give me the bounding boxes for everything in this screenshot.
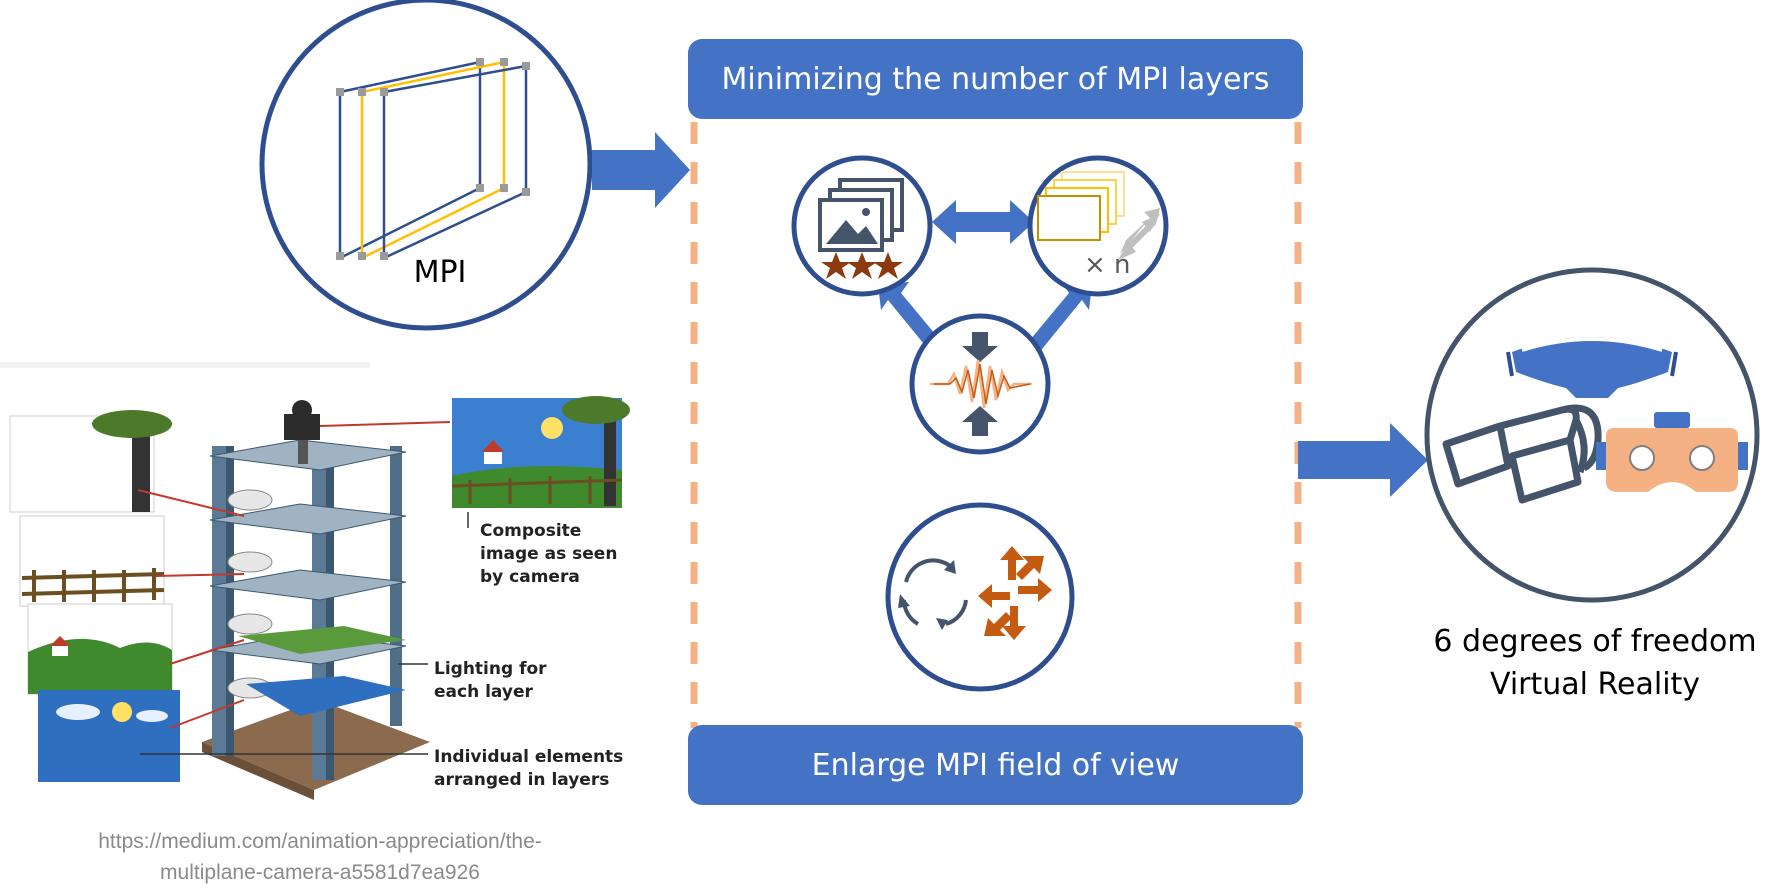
source-url-line1: https://medium.com/animation-appreciatio… xyxy=(98,830,542,853)
callout-elements-line2: arranged in layers xyxy=(434,770,610,790)
callout-elements-line1: Individual elements xyxy=(434,747,624,767)
compression-circle xyxy=(909,313,1051,455)
vr-caption-line1: 6 degrees of freedom xyxy=(1433,624,1757,659)
callout-composite-line3: by camera xyxy=(480,567,580,587)
arrow-mpi-to-methods xyxy=(592,132,690,208)
arrow-methods-to-vr xyxy=(1298,423,1428,497)
source-url: https://medium.com/animation-appreciatio… xyxy=(60,826,580,888)
callout-lighting: Lighting for each layer xyxy=(434,658,547,704)
mpi-label: MPI xyxy=(413,255,467,290)
image-quality-circle xyxy=(791,155,933,297)
vr-caption: 6 degrees of freedom Virtual Reality xyxy=(1395,620,1782,706)
banner-enlarge-fov-text: Enlarge MPI field of view xyxy=(811,747,1180,783)
arrow-down-icon xyxy=(962,332,998,362)
vr-circle xyxy=(1424,267,1760,603)
mpi-layers-icon xyxy=(336,58,530,261)
callout-lighting-line1: Lighting for xyxy=(434,659,547,679)
banner-enlarge-fov: Enlarge MPI field of view xyxy=(688,725,1303,805)
3d-glasses-icon xyxy=(1442,404,1602,504)
callout-composite-line1: Composite xyxy=(480,521,582,541)
mpi-circle xyxy=(259,0,593,331)
vr-headset-icon xyxy=(1596,412,1748,492)
multiplane-camera-illustration xyxy=(0,362,630,800)
ar-headset-icon xyxy=(1506,337,1678,398)
vr-caption-line2: Virtual Reality xyxy=(1489,667,1701,702)
double-arrow-horizontal xyxy=(932,200,1034,244)
arrow-up-icon xyxy=(962,406,998,436)
field-of-view-circle xyxy=(885,502,1075,692)
times-n-label: × n xyxy=(1084,250,1131,280)
move-arrows-icon xyxy=(978,546,1052,640)
source-url-line2: multiplane-camera-a5581d7ea926 xyxy=(160,861,480,884)
callout-composite: Composite image as seen by camera xyxy=(480,520,617,589)
callout-composite-line2: image as seen xyxy=(480,544,618,564)
waveform-icon xyxy=(930,359,1032,409)
banner-minimize-layers: Minimizing the number of MPI layers xyxy=(688,39,1303,119)
three-stars-icon xyxy=(821,252,903,279)
callout-lighting-line2: each layer xyxy=(434,682,533,702)
callout-elements: Individual elements arranged in layers xyxy=(434,746,623,792)
banner-minimize-layers-text: Minimizing the number of MPI layers xyxy=(721,61,1270,97)
layer-count-circle xyxy=(1027,155,1169,297)
